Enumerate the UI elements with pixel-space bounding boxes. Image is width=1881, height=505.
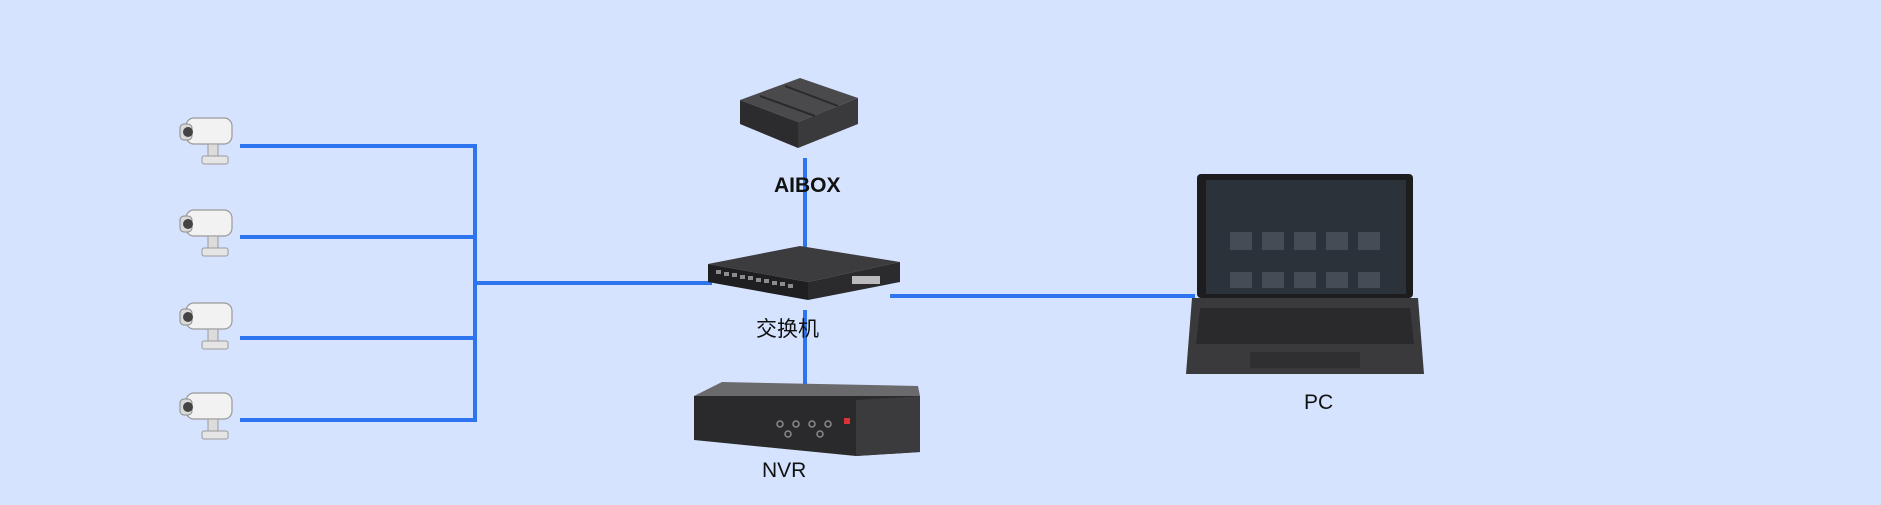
pc-label: PC xyxy=(1304,391,1334,414)
aibox-label: AIBOX xyxy=(774,174,841,197)
camera-2-device xyxy=(179,209,233,257)
switch-label: 交换机 xyxy=(756,318,819,341)
camera-1-device xyxy=(179,117,233,165)
camera-4-device xyxy=(179,392,233,440)
pc-laptop-device xyxy=(1186,174,1424,374)
aibox-device xyxy=(740,78,858,148)
nvr-device xyxy=(694,382,920,456)
connection-lines xyxy=(240,144,1195,422)
nvr-label: NVR xyxy=(762,459,807,482)
camera-3-device xyxy=(179,302,233,350)
camera-group xyxy=(179,117,233,440)
switch-device xyxy=(708,246,900,300)
